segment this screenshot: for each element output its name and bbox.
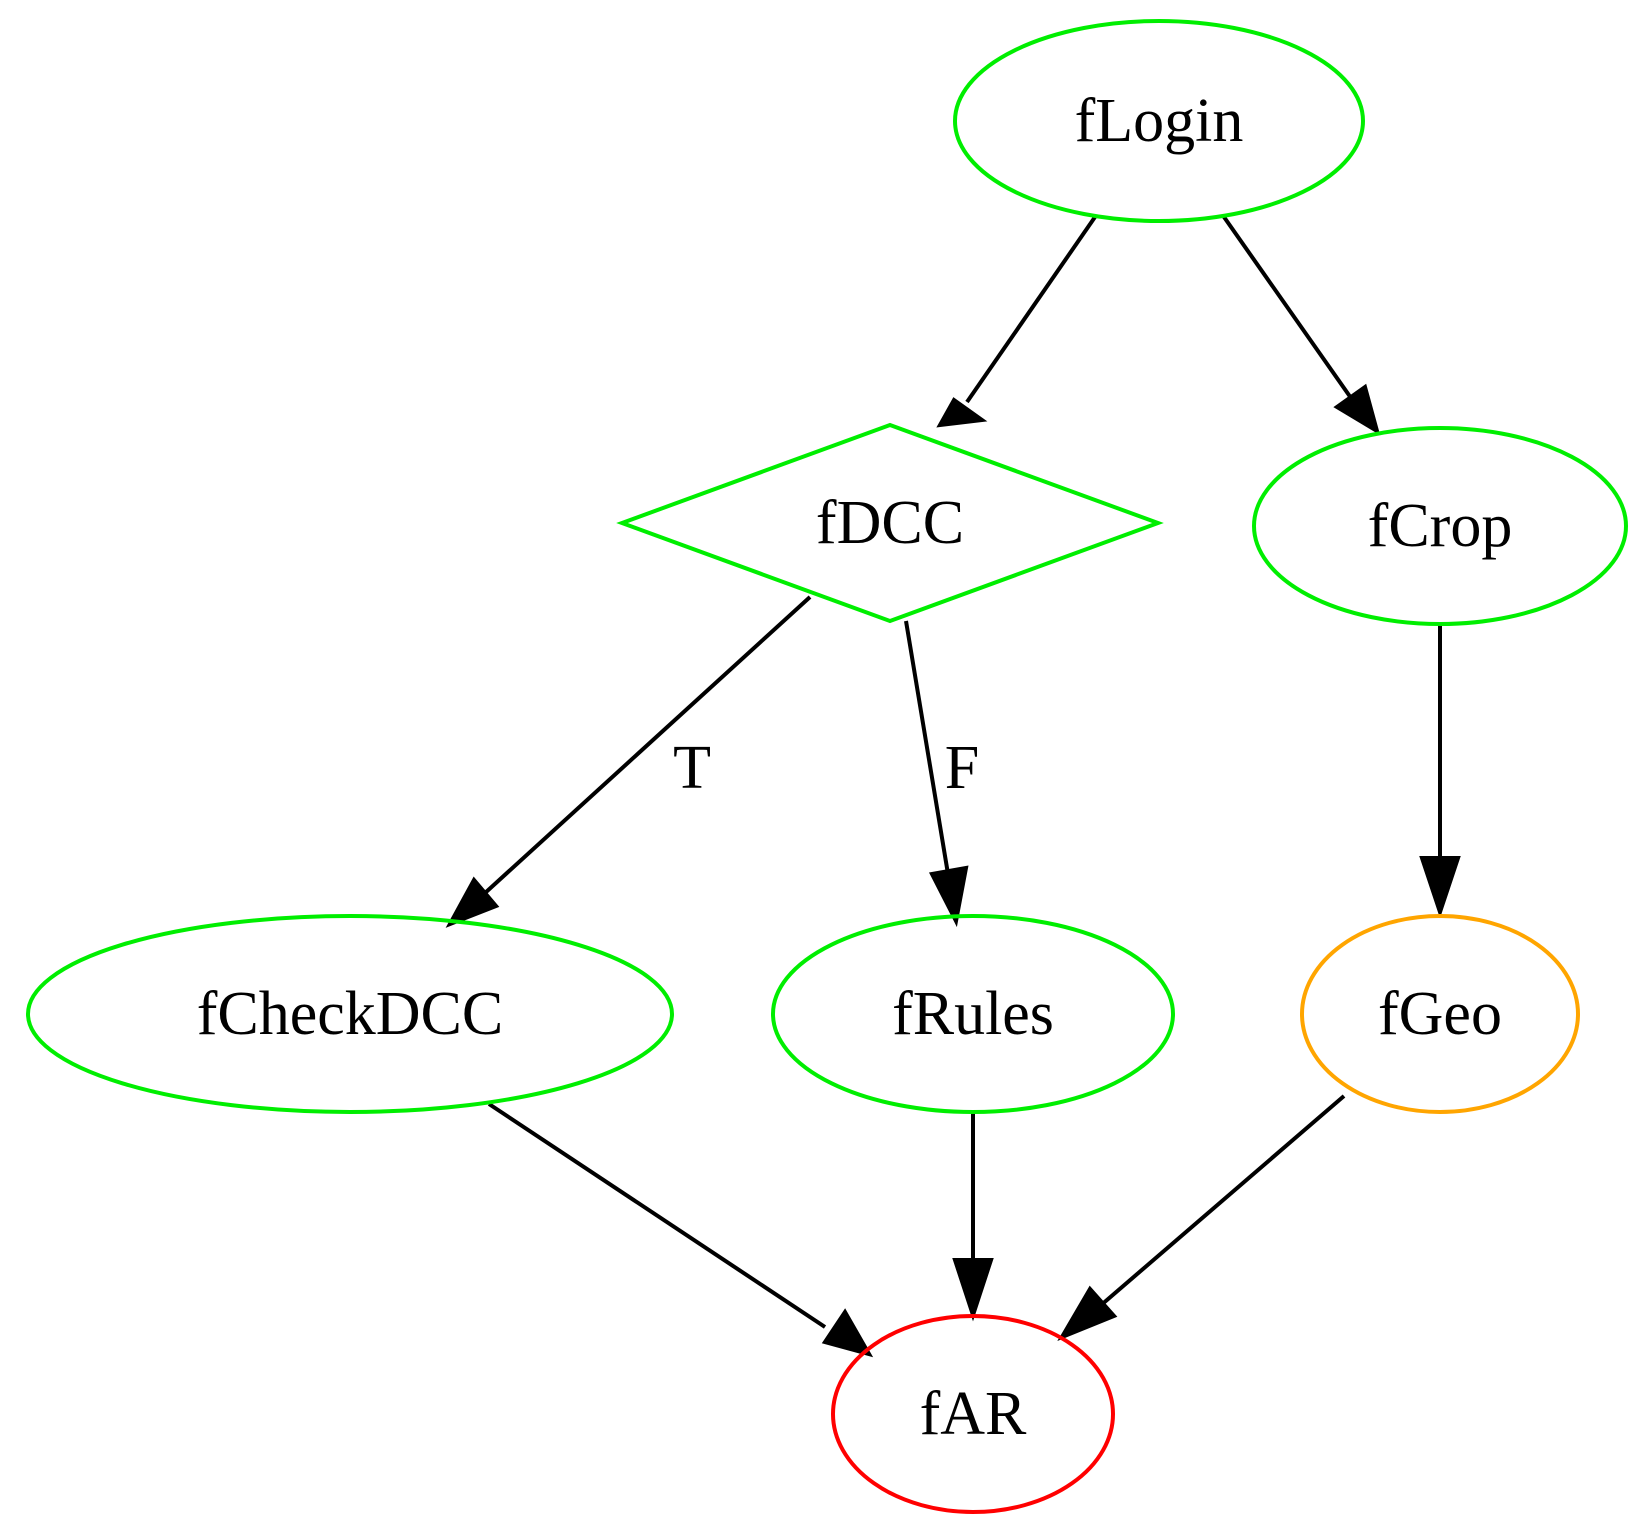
edge-fdcc-frules: F [904,620,979,928]
edge-fcrop-fgeo [1419,624,1461,919]
node-fcrop-label: fCrop [1368,492,1513,560]
node-frules[interactable]: fRules [771,914,1175,1114]
edge-label-true: T [673,734,711,802]
node-fcheckdcc-shape [26,914,674,1114]
node-far-shape [831,1314,1115,1514]
node-fcrop-shape [1252,426,1628,626]
node-fcrop[interactable]: fCrop [1252,426,1628,626]
node-fdcc-label: fDCC [816,489,964,557]
edge-flogin-fcrop [1222,215,1381,436]
edge-fcheckdcc-far [487,1102,874,1358]
edge-flogin-fdcc [936,215,1097,428]
node-fdcc-shape [616,422,1164,624]
edge-frules-far [952,1112,994,1322]
node-flogin-label: fLogin [1075,87,1244,155]
node-far-label: fAR [920,1380,1027,1448]
node-fcheckdcc-label: fCheckDCC [197,980,504,1048]
edge-fdcc-fcheckdcc: T [445,595,812,928]
node-flogin-shape [953,19,1365,223]
node-fdcc[interactable]: fDCC [616,422,1164,624]
node-far[interactable]: fAR [831,1314,1115,1514]
edge-label-false: F [945,734,979,802]
node-frules-label: fRules [892,980,1054,1048]
node-fgeo-shape [1300,914,1580,1114]
node-flogin[interactable]: fLogin [953,19,1365,223]
node-frules-shape [771,914,1175,1114]
node-fgeo[interactable]: fGeo [1300,914,1580,1114]
edge-fgeo-far [1057,1094,1346,1342]
node-fcheckdcc[interactable]: fCheckDCC [26,914,674,1114]
node-fgeo-label: fGeo [1378,980,1502,1048]
